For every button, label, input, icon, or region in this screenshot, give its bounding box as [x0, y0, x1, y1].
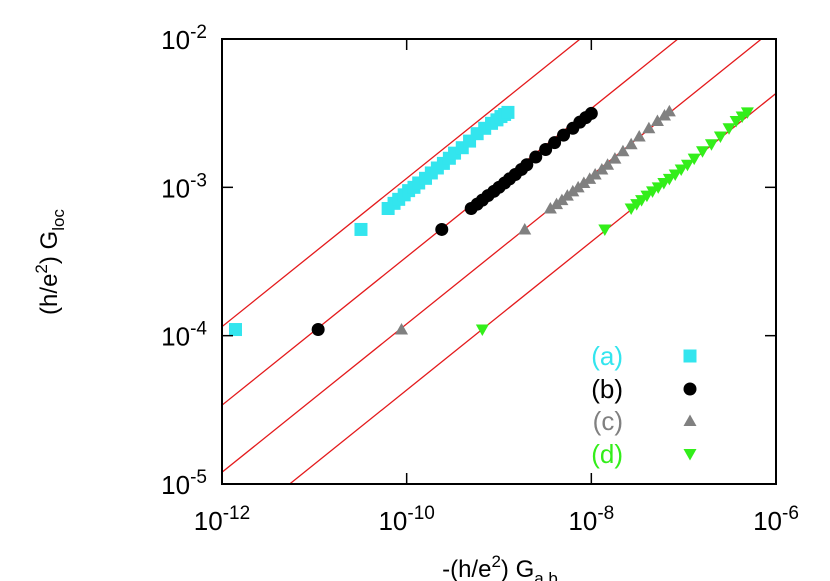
legend-marker — [683, 414, 697, 426]
data-point-series-2 — [520, 158, 534, 172]
x-tick-label: 10-8 — [568, 503, 614, 536]
legend-label: (b) — [591, 374, 623, 404]
data-point-series-3 — [608, 152, 622, 164]
data-point-series-3 — [642, 121, 656, 134]
legend-marker — [683, 382, 697, 396]
data-point-series-1 — [228, 323, 242, 337]
x-axis-ticks: 10-12 10-10 10-8 10-6 — [194, 39, 799, 536]
data-markers — [228, 104, 754, 337]
x-axis-label: -(h/e2) Ga,b — [442, 552, 558, 581]
data-point-series-4 — [687, 153, 701, 166]
data-point-series-4 — [680, 159, 694, 172]
data-point-series-4 — [662, 173, 676, 186]
data-point-series-2 — [584, 106, 598, 120]
plot-frame — [221, 38, 777, 485]
data-point-series-4 — [475, 324, 489, 337]
data-point-series-4 — [704, 139, 718, 151]
data-point-series-3 — [616, 144, 630, 157]
data-point-series-2 — [435, 222, 449, 236]
legend-label: (c) — [593, 406, 623, 436]
legend-label: (a) — [591, 341, 623, 371]
legend-marker — [683, 449, 697, 461]
data-point-series-4 — [722, 123, 736, 135]
fit-line-2 — [222, 39, 679, 406]
y-tick-label: 10-3 — [161, 170, 207, 203]
data-point-series-4 — [598, 224, 612, 236]
data-point-series-3 — [543, 201, 557, 214]
y-tick-label: 10-4 — [161, 319, 207, 352]
data-point-series-3 — [601, 158, 615, 170]
data-point-series-2 — [539, 142, 553, 156]
data-point-series-3 — [577, 176, 591, 188]
fit-line-3 — [222, 39, 763, 473]
data-point-series-4 — [696, 146, 710, 158]
data-point-series-3 — [632, 130, 646, 142]
data-point-series-3 — [650, 114, 664, 127]
y-axis-ticks: 10-5 10-4 10-3 10-2 — [161, 22, 776, 500]
data-point-series-2 — [548, 136, 562, 150]
y-axis-label: (h/e2) Gloc — [32, 209, 68, 315]
data-point-series-3 — [518, 222, 532, 235]
data-point-series-3 — [662, 104, 676, 117]
data-point-series-2 — [557, 128, 571, 142]
legend-marker — [683, 349, 697, 363]
data-point-series-3 — [588, 168, 602, 180]
y-tick-label: 10-2 — [161, 22, 207, 55]
data-point-series-4 — [674, 164, 688, 176]
data-point-series-2 — [529, 150, 543, 164]
data-point-series-4 — [729, 116, 743, 128]
data-point-series-2 — [311, 323, 325, 337]
legend-label: (d) — [591, 439, 623, 469]
fit-lines — [222, 39, 776, 484]
data-point-series-4 — [668, 169, 682, 182]
x-tick-label: 10-12 — [194, 503, 250, 536]
data-point-series-4 — [740, 107, 754, 119]
x-tick-label: 10-6 — [753, 503, 799, 536]
data-point-series-1 — [354, 222, 368, 236]
data-point-series-4 — [713, 131, 727, 144]
x-tick-label: 10-10 — [378, 503, 434, 536]
legend: (a)(b)(c)(d) — [591, 341, 697, 469]
fit-line-1 — [222, 39, 582, 328]
data-point-series-1 — [501, 105, 515, 119]
data-point-series-3 — [395, 323, 409, 335]
data-point-series-3 — [624, 137, 638, 150]
y-tick-label: 10-5 — [161, 467, 207, 500]
